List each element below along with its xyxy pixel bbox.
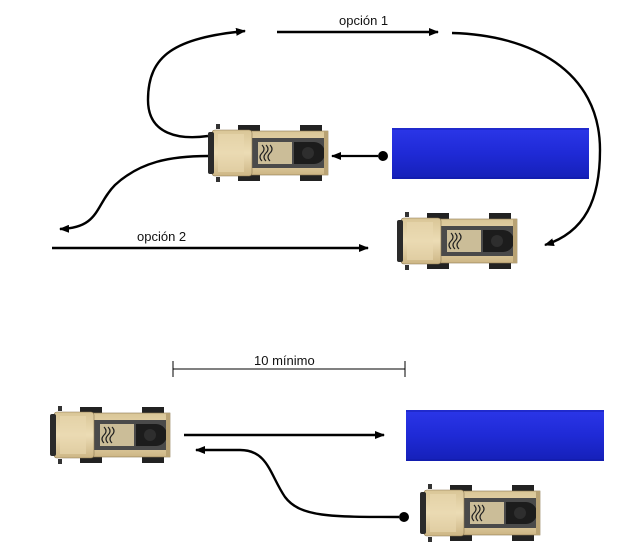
trailer-bottom xyxy=(406,410,604,461)
truck-icon xyxy=(49,405,171,465)
min-distance-dimension xyxy=(172,361,406,377)
truck-icon xyxy=(396,211,518,271)
option2-path xyxy=(59,154,209,233)
trailer-top-ribs xyxy=(392,128,589,179)
option1-path-a xyxy=(146,27,246,139)
start-dot-icon xyxy=(378,151,388,161)
trailer-bottom-ribs xyxy=(406,410,604,461)
truck-icon xyxy=(419,483,541,543)
option1-path-b xyxy=(451,31,602,247)
option2-label: opción 2 xyxy=(137,229,186,244)
start-dot-icon xyxy=(399,512,409,522)
option1-label: opción 1 xyxy=(339,13,388,28)
truck-icon xyxy=(207,123,329,183)
min-distance-label: 10 mínimo xyxy=(254,353,315,368)
trailer-top xyxy=(392,128,589,179)
return-path xyxy=(195,446,400,519)
